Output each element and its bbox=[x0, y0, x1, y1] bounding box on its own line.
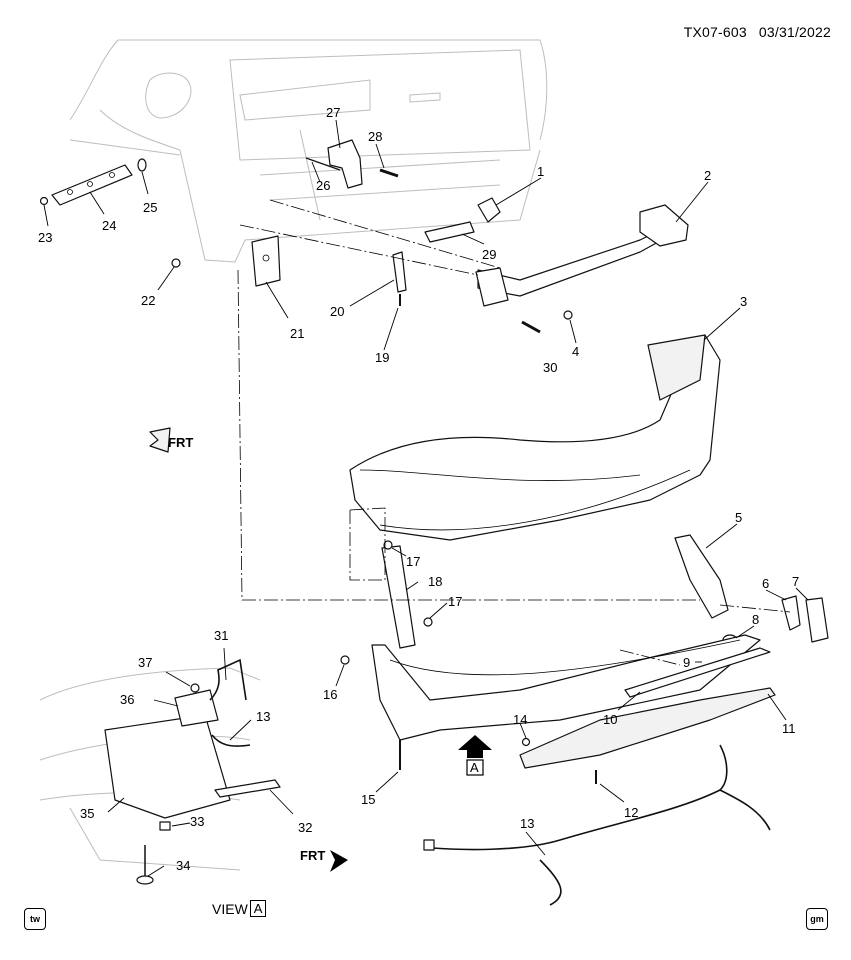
part-fastener-37 bbox=[190, 683, 200, 693]
part-reflector-6 bbox=[781, 595, 801, 631]
part-clip-33 bbox=[159, 821, 171, 831]
part-bolt-28 bbox=[379, 168, 399, 178]
part-bracket-35 bbox=[104, 714, 231, 819]
part-clip-1 bbox=[477, 197, 501, 223]
part-guide-20 bbox=[392, 251, 407, 293]
gm-badge-label: gm bbox=[810, 914, 824, 924]
view-caption-text: VIEW bbox=[212, 900, 248, 917]
callout-36: 36 bbox=[120, 692, 134, 707]
callout-1: 1 bbox=[537, 164, 544, 179]
frt-label-upper: FRT bbox=[168, 435, 193, 450]
callout-34: 34 bbox=[176, 858, 190, 873]
callout-13-view-a: 13 bbox=[256, 709, 270, 724]
frt-label-lower: FRT bbox=[300, 848, 325, 863]
callout-17-upper: 17 bbox=[406, 554, 420, 569]
callout-6: 6 bbox=[762, 576, 769, 591]
callout-29: 29 bbox=[482, 247, 496, 262]
callout-labels: 1 2 3 4 5 6 7 8 9 10 11 12 13 13 14 15 1… bbox=[38, 105, 799, 873]
frt-arrow-lower-icon: FRT bbox=[300, 848, 348, 872]
diagram-date: 03/31/2022 bbox=[758, 24, 831, 40]
view-a-caption: VIEW A bbox=[212, 900, 267, 917]
part-fastener-23 bbox=[39, 196, 49, 206]
part-bracket-18 bbox=[381, 545, 416, 649]
part-bracket-24 bbox=[51, 164, 133, 206]
part-bolt-16 bbox=[340, 655, 350, 665]
callout-28: 28 bbox=[368, 129, 382, 144]
diagram-header: TX07-603 03/31/2022 bbox=[676, 24, 831, 40]
callout-4: 4 bbox=[572, 344, 579, 359]
callout-22: 22 bbox=[141, 293, 155, 308]
callout-7: 7 bbox=[792, 574, 799, 589]
part-reinforcement-5 bbox=[674, 534, 729, 619]
leader-lines bbox=[43, 119, 809, 877]
callout-26: 26 bbox=[316, 178, 330, 193]
part-module-36 bbox=[174, 689, 219, 727]
part-nut-4 bbox=[563, 310, 573, 320]
part-clip-14 bbox=[521, 737, 531, 747]
part-bracket-29 bbox=[424, 221, 475, 243]
view-a-arrow-letter: A bbox=[470, 760, 479, 775]
callout-5: 5 bbox=[735, 510, 742, 525]
callout-11: 11 bbox=[782, 721, 796, 736]
gm-logo-icon: gm bbox=[806, 908, 828, 930]
callout-12: 12 bbox=[624, 805, 638, 820]
callout-21: 21 bbox=[290, 326, 304, 341]
part-latch-27 bbox=[327, 139, 363, 189]
part-clip-17-upper bbox=[383, 540, 393, 550]
part-molding-10 bbox=[624, 647, 771, 698]
callout-33: 33 bbox=[190, 814, 204, 829]
part-bolt-30 bbox=[521, 320, 541, 334]
vehicle-body-background bbox=[69, 39, 548, 263]
callout-27: 27 bbox=[326, 105, 340, 120]
part-sensor-32 bbox=[214, 779, 281, 798]
relationship-lines bbox=[237, 199, 791, 666]
tw-badge-label: tw bbox=[30, 914, 40, 924]
callout-8: 8 bbox=[752, 612, 759, 627]
callout-3: 3 bbox=[740, 294, 747, 309]
part-reflector-7 bbox=[805, 597, 829, 643]
callout-17-lower: 17 bbox=[448, 594, 462, 609]
callout-32: 32 bbox=[298, 820, 312, 835]
callout-19: 19 bbox=[375, 350, 389, 365]
view-a-detail bbox=[39, 658, 281, 885]
callout-16: 16 bbox=[323, 687, 337, 702]
callout-23: 23 bbox=[38, 230, 52, 245]
callout-35: 35 bbox=[80, 806, 94, 821]
callout-13-harness: 13 bbox=[520, 816, 534, 831]
part-bumper-fascia-3 bbox=[349, 334, 721, 541]
callout-24: 24 bbox=[102, 218, 116, 233]
part-bracket-21 bbox=[251, 235, 281, 287]
part-screw-34 bbox=[136, 875, 154, 885]
callout-37: 37 bbox=[138, 655, 152, 670]
part-rod-26 bbox=[305, 157, 341, 171]
part-harness-31 bbox=[209, 658, 247, 701]
view-caption-letter: A bbox=[249, 900, 267, 917]
callout-2: 2 bbox=[704, 168, 711, 183]
part-lower-fascia bbox=[371, 634, 761, 741]
part-grommet-25 bbox=[137, 158, 147, 172]
callout-9: 9 bbox=[683, 655, 690, 670]
callout-31: 31 bbox=[214, 628, 228, 643]
part-impact-bar-2 bbox=[475, 204, 689, 307]
part-clip-17-lower bbox=[423, 617, 433, 627]
callout-14: 14 bbox=[513, 712, 527, 727]
tw-badge-icon: tw bbox=[24, 908, 46, 930]
diagram-code: TX07-603 bbox=[683, 24, 747, 40]
callout-18: 18 bbox=[428, 574, 442, 589]
callout-25: 25 bbox=[143, 200, 157, 215]
frt-arrow-upper-icon: FRT bbox=[149, 427, 193, 453]
part-skid-plate-11 bbox=[519, 687, 776, 769]
callout-10: 10 bbox=[603, 712, 617, 727]
callout-20: 20 bbox=[330, 304, 344, 319]
callout-30: 30 bbox=[543, 360, 557, 375]
view-a-arrow-icon: A bbox=[458, 735, 492, 776]
callout-15: 15 bbox=[361, 792, 375, 807]
part-wiring-harness-13 bbox=[423, 744, 771, 906]
part-nut-22 bbox=[171, 258, 181, 268]
